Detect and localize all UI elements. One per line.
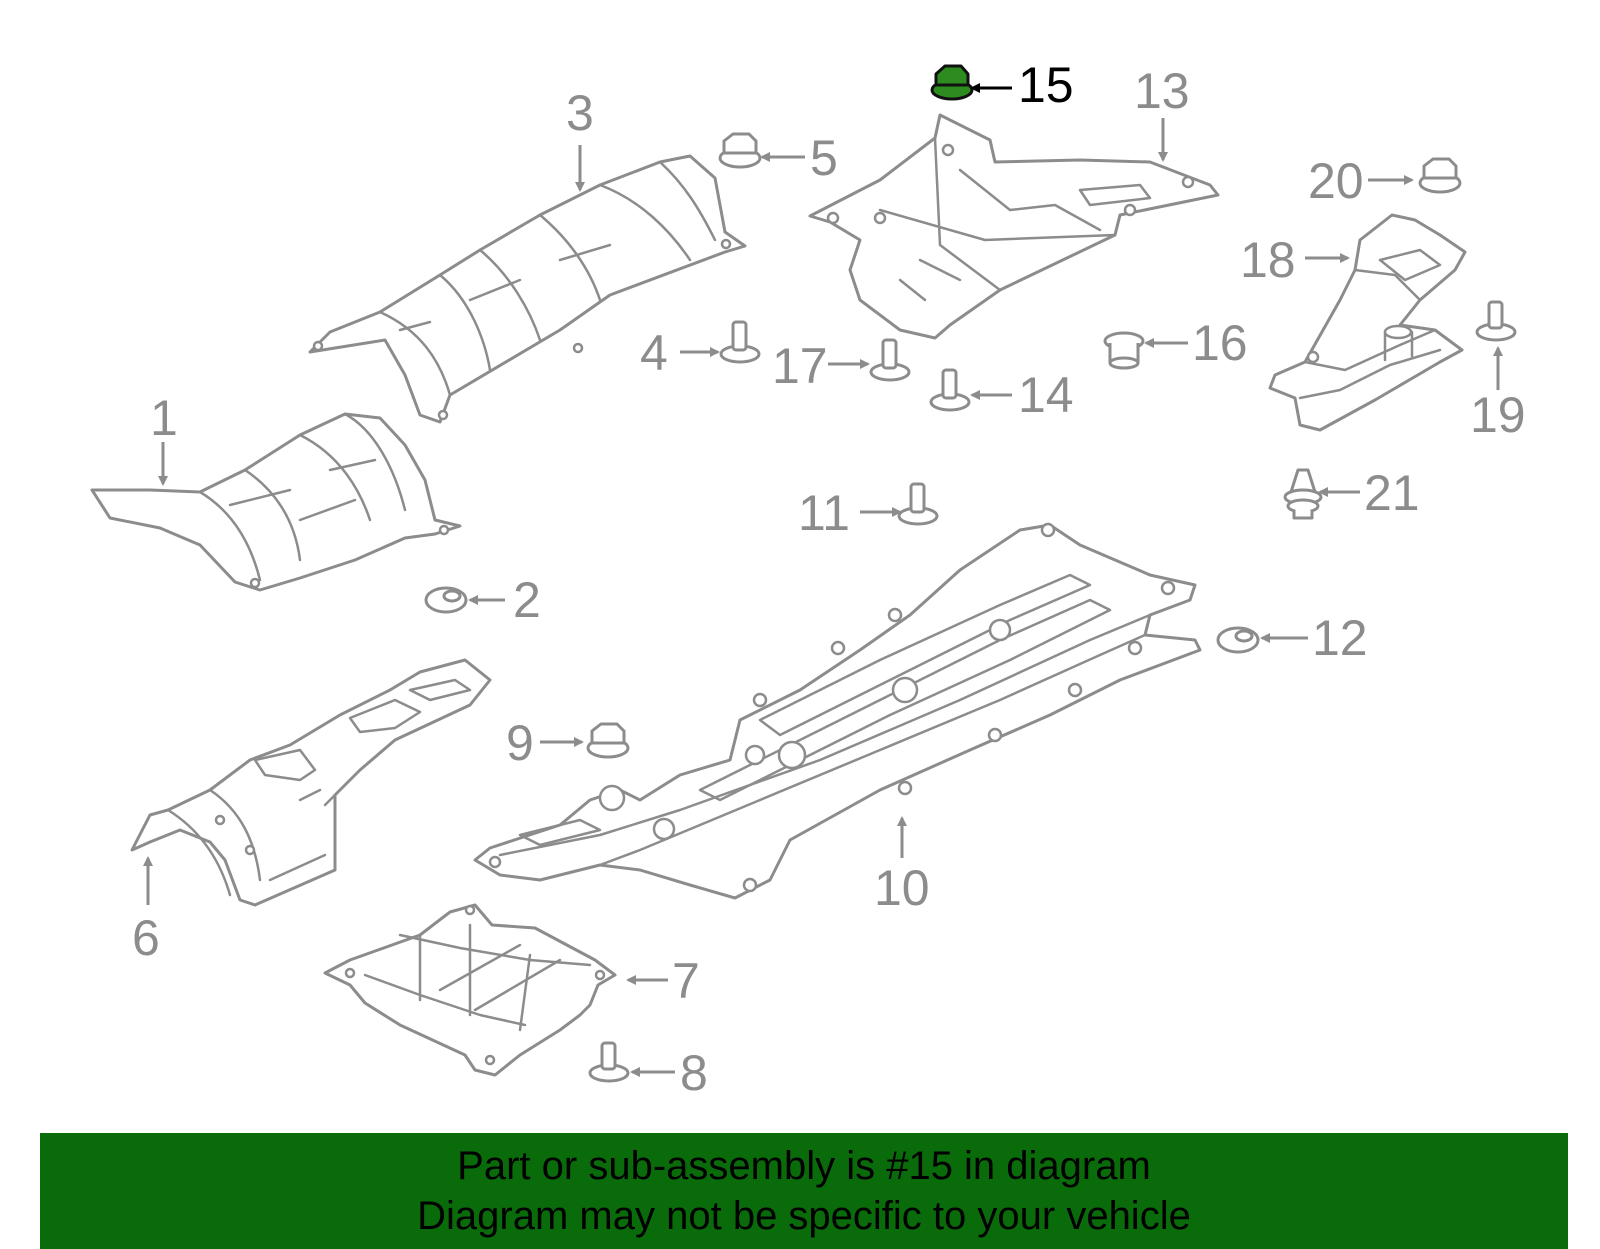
info-banner: Part or sub-assembly is #15 in diagram D… (40, 1133, 1568, 1249)
fastener-5-nut[interactable] (718, 132, 762, 169)
fastener-11-stud[interactable] (897, 482, 939, 526)
fastener-8-stud[interactable] (588, 1041, 630, 1083)
part-18-bracket[interactable] (1268, 213, 1467, 432)
banner-line-disclaimer: Diagram may not be specific to your vehi… (417, 1194, 1191, 1238)
callout-13: 13 (1134, 63, 1190, 119)
callout-11: 11 (798, 485, 850, 541)
callout-4: 4 (640, 325, 668, 381)
fastener-17-stud[interactable] (869, 338, 911, 382)
part-1-heat-shield[interactable] (90, 412, 462, 592)
callout-17: 17 (772, 338, 828, 394)
banner-line-part: Part or sub-assembly is #15 in diagram (457, 1144, 1151, 1188)
fastener-15-nut[interactable] (930, 64, 974, 101)
callout-1: 1 (150, 390, 178, 446)
part-7-skid-plate[interactable] (323, 903, 617, 1077)
callout-18: 18 (1240, 232, 1296, 288)
fastener-2-washer[interactable] (424, 586, 468, 614)
fastener-14-stud[interactable] (929, 368, 971, 412)
fastener-19-stud[interactable] (1475, 300, 1517, 342)
callout-3: 3 (566, 85, 594, 141)
part-10-floor-shield[interactable] (473, 522, 1202, 900)
parts-diagram: 1 2 3 4 5 6 7 8 9 10 11 12 13 14 15 16 1… (90, 57, 1526, 1100)
callout-19: 19 (1470, 387, 1526, 443)
callout-12: 12 (1312, 610, 1368, 666)
callout-6: 6 (132, 910, 160, 966)
callout-16: 16 (1192, 315, 1248, 371)
callout-10: 10 (874, 860, 930, 916)
callout-2: 2 (513, 572, 541, 628)
part-3-heat-shield[interactable] (308, 154, 747, 424)
fastener-20-nut[interactable] (1418, 157, 1462, 194)
callout-15: 15 (1018, 57, 1074, 113)
callout-9: 9 (506, 715, 534, 771)
callout-7: 7 (672, 953, 700, 1009)
fastener-16-grommet[interactable] (1103, 331, 1145, 370)
fastener-12-washer[interactable] (1216, 626, 1260, 654)
callout-21: 21 (1364, 465, 1420, 521)
fastener-9-nut[interactable] (586, 722, 630, 759)
fastener-21-clip[interactable] (1283, 468, 1323, 520)
callout-5: 5 (810, 130, 838, 186)
part-13-shield[interactable] (808, 113, 1220, 340)
callout-20: 20 (1308, 153, 1364, 209)
callout-8: 8 (680, 1045, 708, 1100)
fastener-4-stud[interactable] (719, 320, 761, 364)
part-6-tunnel-shield[interactable] (130, 658, 492, 907)
callout-14: 14 (1018, 367, 1074, 423)
